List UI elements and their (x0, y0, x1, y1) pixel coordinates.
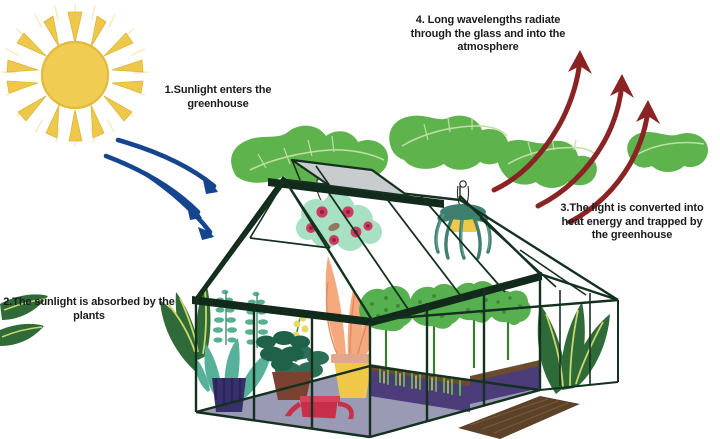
plant-peach-yellow-pot (325, 250, 370, 398)
shrub-tree-4 (488, 290, 531, 360)
longwave-radiation-arrows (491, 50, 660, 225)
label-step-4: 4. Long wavelengths radiate through the … (410, 14, 566, 53)
right-foliage (537, 302, 610, 394)
watering-can (279, 396, 354, 420)
label-step-2: 2.The sunlight is absorbed by the plants (3, 296, 175, 322)
greenhouse-interior-left (196, 250, 370, 420)
label-step-1: 1.Sunlight enters the greenhouse (164, 84, 272, 110)
label-step-3: 3.The light is converted into heat energ… (560, 202, 704, 241)
hanging-spider-plant (434, 180, 492, 260)
wooden-path (458, 396, 580, 439)
greenhouse-frame (192, 158, 619, 439)
hanging-flower-basket (296, 170, 382, 251)
plant-brown-pot (256, 331, 312, 400)
sun-icon (1, 3, 149, 147)
sunlight-arrows (103, 137, 218, 240)
